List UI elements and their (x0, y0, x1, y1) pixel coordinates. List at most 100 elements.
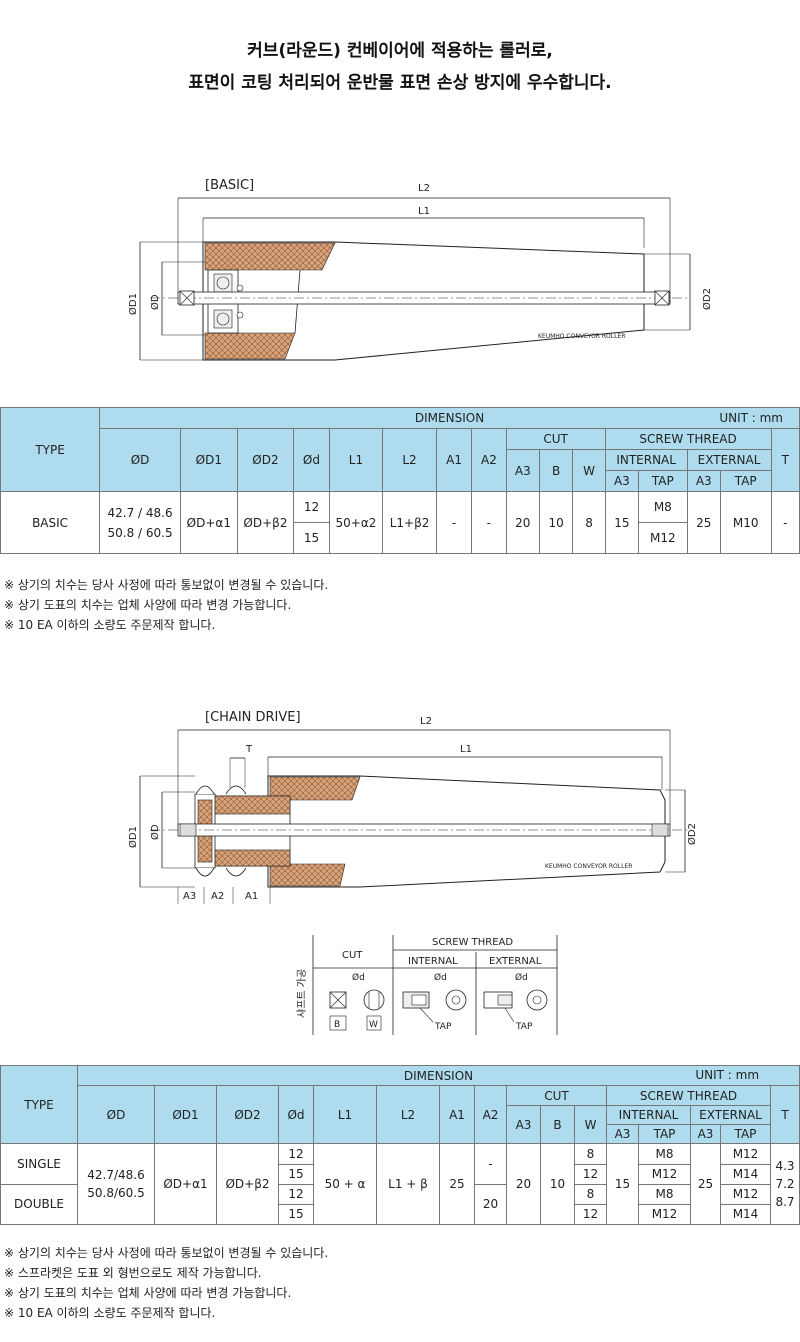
t2-col-d2: ØD2 (216, 1085, 279, 1145)
t2-ext-a3: A3 (690, 1124, 721, 1145)
note-basic-2: ※ 상기 도표의 치수는 업체 사양에 따라 변경 가능합니다. (4, 598, 292, 612)
t2-row-l2: L1 + β (376, 1143, 440, 1225)
note-chain-2: ※ 스프라켓은 도표 외 형번으로도 제작 가능합니다. (4, 1266, 262, 1280)
chain-brand-text: KEUMHO CONVEYOR ROLLER (545, 863, 632, 870)
basic-roller-drawing: [BASIC] L2 L1 ØD1 ØD ØD2 KEUMHO CONVEYOR… (0, 170, 800, 380)
t2-r4-ext-tap: M14 (720, 1203, 771, 1226)
t2-col-a2: A2 (474, 1085, 507, 1145)
chain-a2-label: A2 (211, 891, 224, 902)
chain-a3-label: A3 (183, 891, 196, 902)
t1-row-int-tap-1: M8 (638, 491, 688, 523)
t2-row-a2-single: - (474, 1143, 507, 1185)
t1-col-t: T (770, 428, 800, 492)
note-chain-4: ※ 10 EA 이하의 소량도 주문제작 합니다. (4, 1306, 216, 1320)
chain-l1-label: L1 (460, 744, 472, 755)
notes-chain: ※ 상기의 치수는 당사 사정에 따라 통보없이 변경될 수 있습니다. ※ 스… (4, 1243, 328, 1323)
basic-title: [BASIC] (205, 178, 254, 193)
t2-r1-w: 8 (574, 1143, 607, 1165)
t2-row-a1: 25 (439, 1143, 475, 1225)
t2-r4-shaft-d: 15 (278, 1203, 314, 1226)
t2-col-a1: A1 (439, 1085, 475, 1145)
t1-int-a3: A3 (604, 470, 640, 492)
t1-cut-b: B (538, 449, 574, 492)
basic-d2-label: ØD2 (701, 288, 713, 310)
t1-row-cut-a3: 20 (505, 491, 540, 554)
basic-d1-label: ØD1 (127, 293, 139, 315)
t1-col-a2: A2 (471, 428, 507, 492)
note-chain-3: ※ 상기 도표의 치수는 업체 사양에 따라 변경 가능합니다. (4, 1286, 292, 1300)
t1-row-shaft-d-1: 12 (293, 491, 330, 523)
t1-col-l1: L1 (328, 428, 384, 492)
t1-screw-header: SCREW THREAD (604, 428, 772, 450)
t1-row-int-a3: 15 (604, 491, 640, 554)
t2-type-header: TYPE (0, 1064, 78, 1145)
t2-ext-tap: TAP (720, 1124, 771, 1145)
basic-d-label: ØD (149, 294, 161, 310)
t1-ext-a3: A3 (686, 470, 721, 492)
t2-r3-shaft-d: 12 (278, 1183, 314, 1205)
t2-row-single: SINGLE (0, 1143, 78, 1185)
t2-r3-ext-tap: M12 (720, 1183, 771, 1205)
t2-r3-w: 8 (574, 1183, 607, 1205)
t2-dimension-header: DIMENSION UNIT : mm (76, 1064, 800, 1087)
t1-row-d2: ØD+β2 (236, 491, 295, 554)
t1-row-l2: L1+β2 (382, 491, 437, 554)
t1-unit: UNIT : mm (719, 411, 783, 425)
t1-row-cut-b: 10 (538, 491, 574, 554)
t2-cut-w: W (574, 1105, 607, 1145)
t1-col-a1: A1 (435, 428, 473, 492)
t2-unit: UNIT : mm (695, 1068, 760, 1082)
t1-type-header: TYPE (0, 407, 101, 492)
shaft-detail-diagram: 샤프트 가공 CUT SCREW THREAD INTERNAL EXTERNA… (0, 930, 800, 1040)
shaft-side-label: 샤프트 가공 (296, 969, 308, 1018)
shaft-int-d-label: Ød (434, 972, 447, 983)
t1-row-a2: - (471, 491, 507, 554)
shaft-int-tap-label: TAP (434, 1022, 452, 1032)
shaft-screw-label: SCREW THREAD (432, 937, 513, 948)
t2-r1-shaft-d: 12 (278, 1143, 314, 1165)
t1-row-t: - (770, 491, 800, 554)
chain-spec-table: TYPE DIMENSION UNIT : mm ØD ØD1 ØD2 Ød L… (0, 1064, 800, 1226)
t2-col-d1: ØD1 (154, 1085, 217, 1145)
chain-d-label: ØD (149, 824, 161, 840)
t2-r2-w: 12 (574, 1163, 607, 1185)
t2-cut-a3: A3 (506, 1105, 541, 1145)
note-basic-3: ※ 10 EA 이하의 소량도 주문제작 합니다. (4, 618, 216, 632)
shaft-internal-label: INTERNAL (408, 956, 458, 967)
t2-internal-header: INTERNAL (606, 1105, 691, 1126)
basic-brand-text: KEUMHO CONVEYOR ROLLER (538, 333, 625, 340)
t2-int-tap: TAP (638, 1124, 691, 1145)
notes-basic: ※ 상기의 치수는 당사 사정에 따라 통보없이 변경될 수 있습니다. ※ 상… (4, 575, 328, 635)
t1-ext-tap: TAP (719, 470, 772, 492)
t1-row-l1: 50+α2 (328, 491, 384, 554)
basic-spec-table: TYPE DIMENSION UNIT : mm ØD ØD1 ØD2 Ød L… (0, 407, 800, 554)
t2-row-ext-a3: 25 (690, 1143, 721, 1225)
t1-cut-header: CUT (505, 428, 606, 450)
shaft-cut-label: CUT (342, 950, 363, 961)
t2-r4-w: 12 (574, 1203, 607, 1226)
t1-cut-w: W (572, 449, 606, 492)
t1-row-ext-tap: M10 (719, 491, 772, 554)
t2-row-l1: 50 + α (313, 1143, 377, 1225)
t2-col-l1: L1 (313, 1085, 377, 1145)
t1-int-tap: TAP (638, 470, 688, 492)
t1-internal-header: INTERNAL (604, 449, 688, 471)
t1-cut-a3: A3 (505, 449, 540, 492)
t2-row-cut-b: 10 (540, 1143, 575, 1225)
t2-external-header: EXTERNAL (690, 1105, 771, 1126)
chain-title: [CHAIN DRIVE] (205, 710, 301, 725)
t2-row-d2: ØD+β2 (216, 1143, 279, 1225)
chain-a1-label: A1 (245, 891, 258, 902)
note-chain-1: ※ 상기의 치수는 당사 사정에 따라 통보없이 변경될 수 있습니다. (4, 1246, 329, 1260)
shaft-w-label: W (369, 1020, 378, 1030)
t2-row-d1: ØD+α1 (154, 1143, 217, 1225)
t2-int-a3: A3 (606, 1124, 639, 1145)
t2-row-int-a3: 15 (606, 1143, 639, 1225)
chain-t-label: T (245, 744, 253, 755)
t1-row-d1: ØD+α1 (180, 491, 238, 554)
t2-row-cut-a3: 20 (506, 1143, 541, 1225)
t1-col-d-outer: ØD (99, 428, 182, 492)
basic-l1-label: L1 (418, 206, 430, 217)
